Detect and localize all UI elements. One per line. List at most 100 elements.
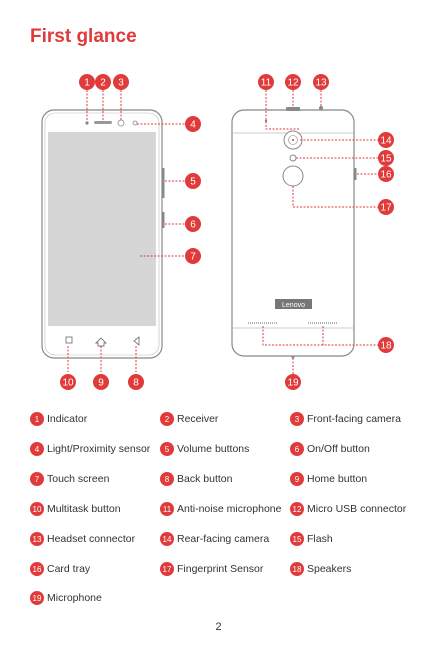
touch-screen: [48, 132, 156, 326]
callout-badge: [79, 74, 95, 90]
fingerprint-sensor: [282, 165, 304, 187]
callout-badge: [93, 374, 109, 390]
callout-number: 8: [133, 378, 139, 389]
callout-number: 10: [62, 378, 74, 389]
indicator: [85, 121, 89, 125]
callout-badge: [378, 199, 394, 215]
legend-label: Card tray: [47, 563, 91, 575]
legend-label: Volume buttons: [177, 443, 250, 455]
callout-badge: [378, 337, 394, 353]
legend-number: 8: [160, 472, 174, 486]
power-button: [162, 212, 165, 228]
legend-label: Rear-facing camera: [177, 533, 270, 545]
callout-badge: [378, 166, 394, 182]
callout-badge: [313, 74, 329, 90]
legend-number: 3: [290, 412, 304, 426]
legend-label: Headset connector: [47, 533, 136, 545]
legend-number: 6: [290, 442, 304, 456]
legend-label: Indicator: [47, 413, 88, 425]
home-icon: [94, 337, 108, 347]
callout-badge: [185, 248, 201, 264]
legend-label: Speakers: [307, 563, 352, 575]
legend-number: 1: [30, 412, 44, 426]
legend-label: Anti-noise microphone: [177, 503, 282, 515]
volume-buttons: [162, 168, 165, 198]
multitask-icon: [65, 336, 73, 344]
callout-number: 4: [190, 120, 196, 131]
legend-number: 4: [30, 442, 44, 456]
legend-number: 11: [160, 502, 174, 516]
callout-number: 18: [380, 341, 392, 352]
callout-number: 14: [380, 136, 392, 147]
callout-badges: 1 2 3 4 5 6 7 8 9 10 11 12 13 14 15 16 1…: [60, 74, 394, 390]
callout-number: 2: [100, 78, 106, 89]
callout-number: 5: [190, 177, 196, 188]
callout-number: 17: [380, 203, 392, 214]
headset-jack: [319, 106, 323, 110]
legend-number: 18: [290, 562, 304, 576]
legend-number: 2: [160, 412, 174, 426]
callout-badge: [285, 374, 301, 390]
legend-number: 12: [290, 502, 304, 516]
callout-badge: [185, 216, 201, 232]
legend-label: Fingerprint Sensor: [177, 563, 264, 575]
callout-badge: [378, 150, 394, 166]
legend-number: 19: [30, 591, 44, 605]
legend-number: 13: [30, 532, 44, 546]
page-title: First glance: [30, 26, 137, 47]
callout-badge: [285, 74, 301, 90]
callout-number: 3: [118, 78, 124, 89]
legend-number: 15: [290, 532, 304, 546]
callout-number: 16: [380, 170, 392, 181]
callout-number: 1: [84, 78, 90, 89]
bottom-mic: [291, 355, 295, 359]
back-icon: [133, 336, 140, 346]
legend-number: 7: [30, 472, 44, 486]
callout-badge: [185, 116, 201, 132]
callout-number: 15: [380, 154, 392, 165]
usb-port: [286, 107, 300, 111]
callout-number: 6: [190, 220, 196, 231]
callout-number: 11: [261, 78, 272, 89]
legend-label: Light/Proximity sensor: [47, 443, 151, 455]
legend-number: 14: [160, 532, 174, 546]
card-tray: [354, 168, 357, 180]
legend-label: Back button: [177, 473, 233, 485]
legend-label: Front-facing camera: [307, 413, 401, 425]
back-phone: Lenovo: [231, 106, 357, 359]
anti-noise-mic: [264, 119, 268, 123]
callout-badge: [258, 74, 274, 90]
legend-number: 5: [160, 442, 174, 456]
legend-label: Micro USB connector: [307, 503, 407, 515]
phone-diagram: Lenovo 1 2 3 4 5 6 7: [41, 74, 394, 390]
callout-number: 9: [98, 378, 104, 389]
callout-badge: [95, 74, 111, 90]
legend-label: Home button: [307, 473, 368, 485]
callout-number: 7: [190, 252, 196, 263]
proximity-sensor: [132, 120, 138, 126]
legend-number: 10: [30, 502, 44, 516]
legend-label: On/Off button: [307, 443, 370, 455]
legend-label: Microphone: [47, 592, 102, 604]
callout-badge: [128, 374, 144, 390]
callout-number: 13: [315, 78, 327, 89]
legend-number: 16: [30, 562, 44, 576]
callout-badge: [113, 74, 129, 90]
lenovo-logo-text: Lenovo: [282, 302, 305, 309]
